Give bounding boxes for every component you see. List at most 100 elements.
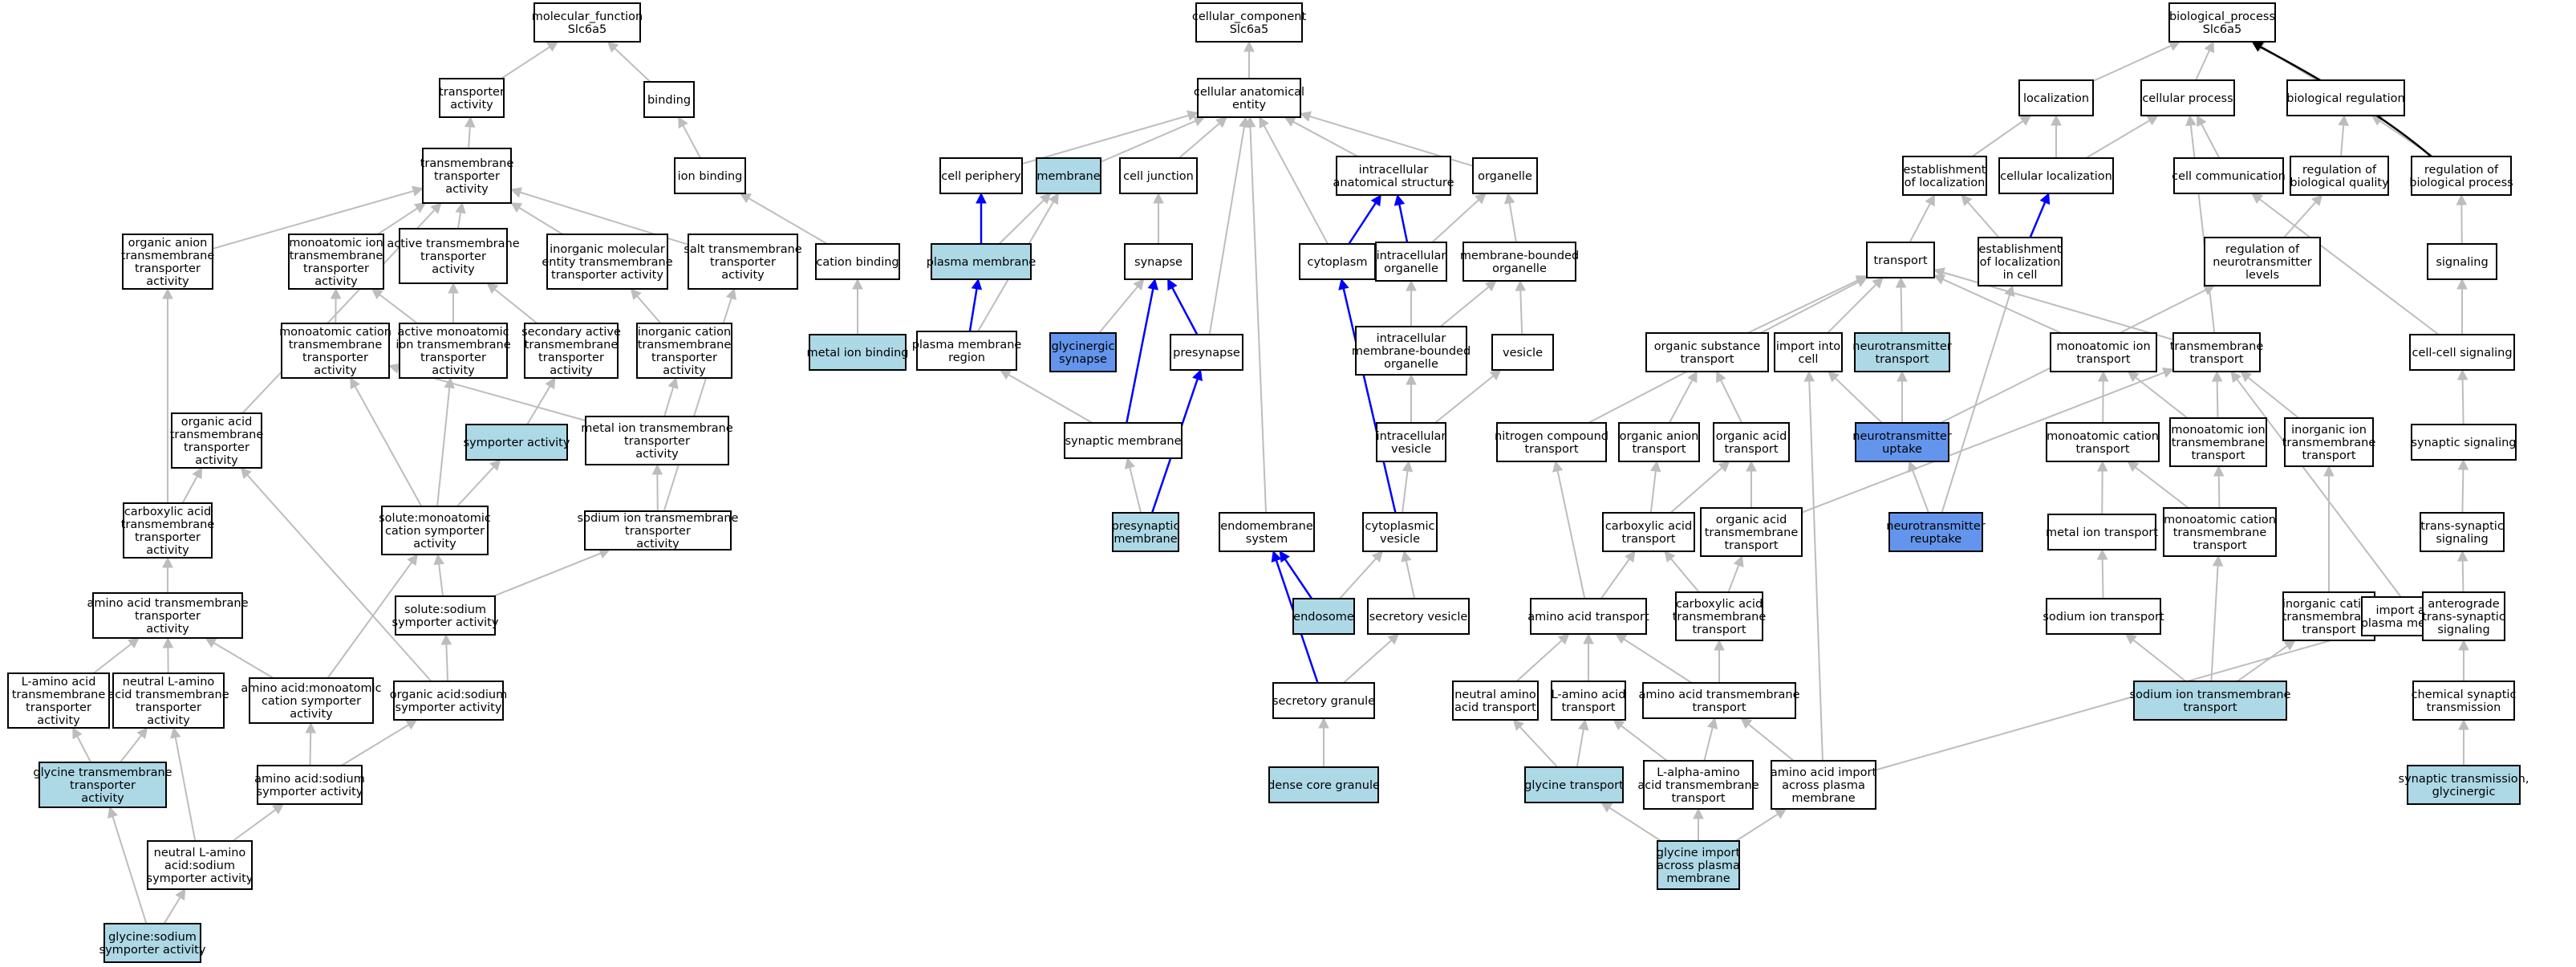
go-term-node-cper[interactable]: cell periphery [939,157,1023,194]
go-term-node-glyt[interactable]: glycine transport [1524,766,1624,803]
go-term-node-presyn[interactable]: presynapse [1170,334,1243,371]
go-term-node-vesicle[interactable]: vesicle [1491,334,1554,371]
go-term-node-metalbind[interactable]: metal ion binding [806,334,909,371]
go-term-node-synapse[interactable]: synapse [1124,243,1193,280]
go-term-node-synmem[interactable]: synaptic membrane [1064,422,1183,459]
go-term-node-mitta[interactable]: monoatomic iontransmembranetransporterac… [288,234,384,290]
go-term-node-secgran[interactable]: secretory granule [1272,682,1375,719]
go-term-node-dcg[interactable]: dense core granule [1268,766,1380,803]
go-term-node-stg[interactable]: synaptic transmission,glycinergic [2399,765,2529,805]
go-term-node-sitta[interactable]: sodium ion transmembranetransporteractiv… [578,510,739,551]
go-term-node-oatta[interactable]: organic aniontransmembranetransporteract… [121,234,215,290]
go-term-node-mcta[interactable]: monoatomic cationtransmembranetransporte… [279,323,391,379]
go-term-node-synsig[interactable]: synaptic signaling [2411,424,2517,461]
go-term-node-cationbind[interactable]: cation binding [815,243,900,280]
go-term-node-secves[interactable]: secretory vesicle [1367,598,1470,635]
go-term-node-oacta[interactable]: organic acidtransmembranetransporteracti… [170,412,264,469]
go-term-node-cellloc[interactable]: cellular localization [1998,157,2114,194]
go-term-node-transport[interactable]: transport [1866,242,1935,278]
go-term-node-sit[interactable]: sodium ion transport [2043,598,2164,635]
go-term-node-mita[interactable]: metal ion transmembranetransporteractivi… [581,416,733,465]
go-term-node-aat[interactable]: amino acid transport [1527,598,1649,635]
go-term-node-cacta[interactable]: carboxylic acidtransmembranetransportera… [121,502,215,559]
go-term-node-laatta[interactable]: L-amino acidtransmembranetransporteracti… [7,672,110,729]
go-term-node-pm[interactable]: plasma membrane [927,243,1036,280]
go-term-node-icta[interactable]: inorganic cationtransmembranetransporter… [636,323,732,379]
go-term-node-symp[interactable]: symporter activity [464,424,570,461]
go-term-node-cjunc[interactable]: cell junction [1119,157,1198,194]
go-term-node-endosome[interactable]: endosome [1292,598,1355,635]
go-term-node-loc[interactable]: localization [2018,79,2094,116]
go-term-node-ccsig[interactable]: cell-cell signaling [2409,334,2515,371]
go-term-node-bioreg[interactable]: biological regulation [2286,79,2405,116]
go-term-node-satta[interactable]: secondary activetransmembranetransporter… [521,323,621,379]
go-term-node-aatta[interactable]: amino acid transmembranetransporteractiv… [87,592,249,639]
go-term-node-ionbind[interactable]: ion binding [674,157,746,194]
go-term-node-cytoplasm[interactable]: cytoplasm [1299,243,1376,280]
go-term-node-signaling[interactable]: signaling [2427,243,2497,280]
go-term-node-membrane[interactable]: membrane [1036,157,1101,194]
